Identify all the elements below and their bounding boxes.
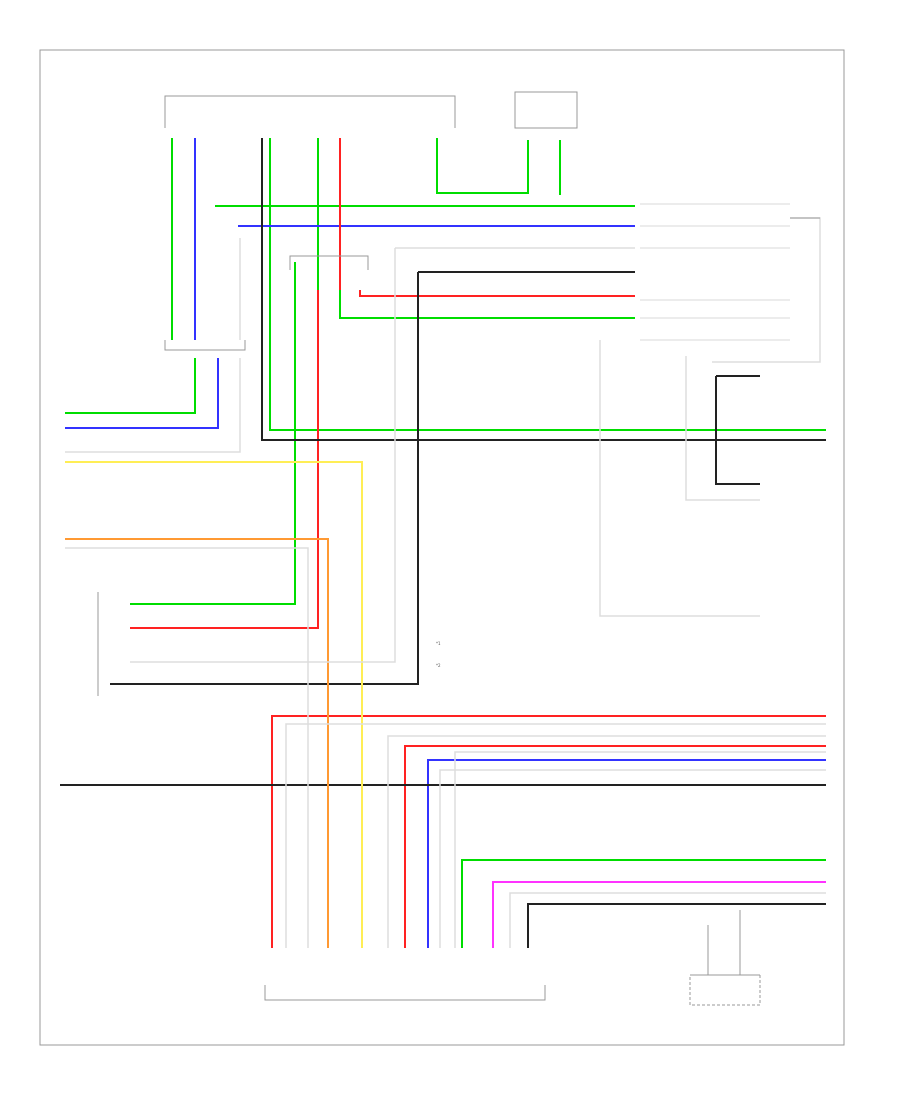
mid-right-module [640,203,820,341]
red-wires [130,138,826,948]
bottom-right-sensor [689,910,761,1006]
top-right-switch [514,91,578,129]
legend-marker-2: *2 [436,663,441,668]
orange-wires [65,538,329,948]
diagram-frame [39,49,845,1046]
yellow-wires [65,461,363,948]
black-wires [60,138,826,948]
top-left-connector [164,95,456,128]
legend-marker-1: *1 [436,641,441,646]
bottom-center-connector [264,985,546,1001]
junction-brackets [164,255,369,351]
blue-wires [65,138,826,948]
legend: *1 *2 [436,641,441,668]
white-wires [65,217,826,948]
magenta-wires [492,881,826,948]
green-wires [65,138,826,948]
